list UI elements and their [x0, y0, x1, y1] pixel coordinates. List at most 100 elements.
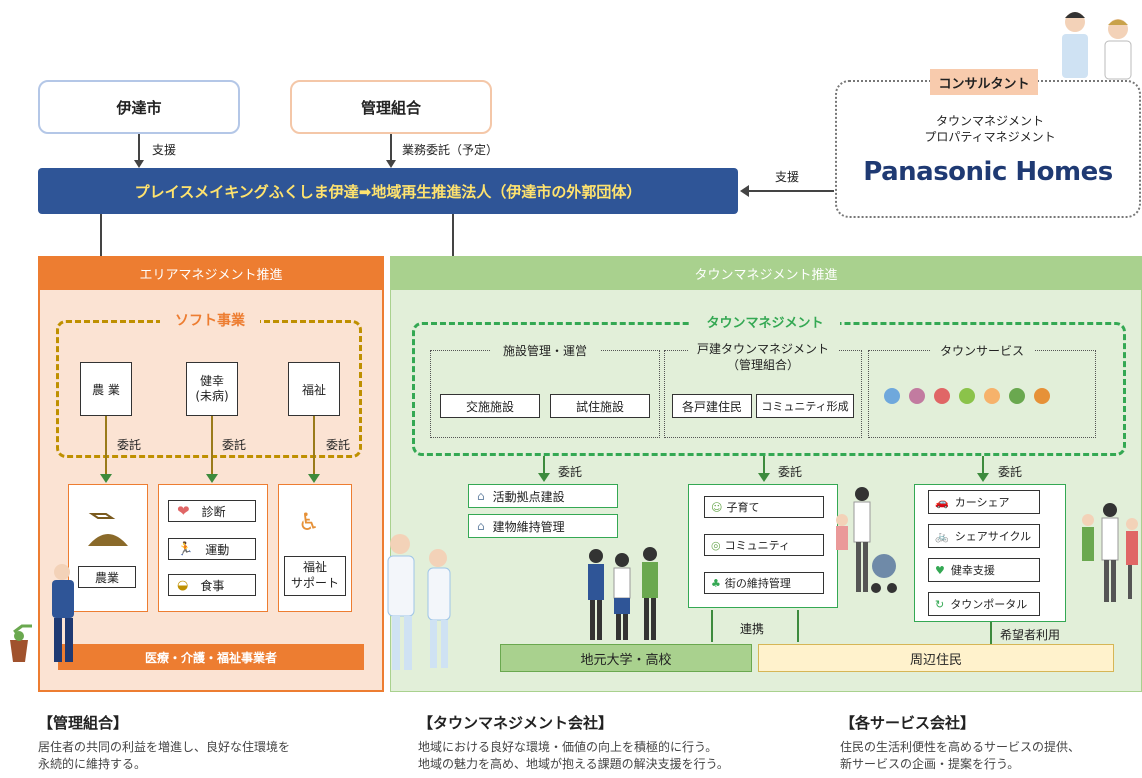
base-item: ⌂建物維持管理 [468, 514, 618, 538]
kibo-label: 希望者利用 [1000, 628, 1061, 642]
service-title: タウンサービス [930, 341, 1034, 359]
service-item-portal: ↻タウンポータル [928, 592, 1040, 616]
tree-icon: ♣ [711, 576, 721, 590]
baby-icon: ☺ [711, 500, 723, 514]
desc-service-title: 【各サービス会社】 [840, 714, 976, 732]
farmer-illustration [10, 564, 74, 662]
detached-item: 各戸建住民 [672, 394, 752, 418]
soft-item-welfare: 福祉 [288, 362, 340, 416]
service-dot-icon [1009, 388, 1025, 404]
service-dot-icon [984, 388, 1000, 404]
support-arrow-line [748, 190, 834, 192]
arrow-down-icon [308, 474, 320, 483]
service-dot-icon [934, 388, 950, 404]
connector [797, 610, 799, 642]
consultant-panel [835, 80, 1141, 218]
residents-illustration [1082, 503, 1138, 602]
arrow-left-icon [740, 185, 749, 197]
desc-tm-line: 地域の魅力を高め、地域が抱える課題の解決支援を行う。 [418, 757, 729, 772]
running-icon: 🏃 [177, 541, 194, 557]
community-item: ◎コミュニティ [704, 534, 824, 556]
heart-hand-icon: ♥ [935, 563, 945, 577]
community-item: ♣街の維持管理 [704, 572, 824, 594]
connector [763, 456, 765, 474]
family-illustration [836, 487, 897, 593]
care-icon: ♿ [298, 508, 320, 536]
arrow-down-icon [100, 474, 112, 483]
service-dot-icon [959, 388, 975, 404]
management-union-box: 管理組合 [290, 80, 492, 134]
itaku-label: 委託 [778, 465, 803, 479]
arrow-down-icon [206, 474, 218, 483]
consultant-line1: タウンマネジメント [935, 114, 1044, 128]
service-dots [884, 388, 1050, 404]
medical-staff-illustration [387, 534, 451, 670]
residents-bar: 周辺住民 [758, 644, 1114, 672]
itaku-label: 委託 [222, 438, 247, 452]
connector [982, 456, 984, 474]
soft-item-agriculture: 農 業 [80, 362, 132, 416]
connector [105, 416, 107, 474]
itaku-label: 委託 [998, 465, 1023, 479]
service-item-health: ♥健幸支援 [928, 558, 1040, 582]
car-icon: 🚗 [935, 495, 949, 509]
arrow-down-icon [758, 473, 770, 482]
arrow-down-icon [386, 160, 396, 168]
university-bar: 地元大学・高校 [500, 644, 752, 672]
connector [390, 134, 392, 162]
bowl-icon: ◒ [177, 577, 189, 593]
agri-box [68, 484, 148, 612]
renkei-label: 連携 [740, 622, 765, 636]
outsourcing-label: 業務委託（予定） [402, 143, 499, 157]
connector [543, 456, 545, 474]
community-item: ☺子育て [704, 496, 824, 518]
area-footer: 医療・介護・福祉事業者 [58, 644, 364, 670]
connector [711, 610, 713, 642]
arrow-down-icon [977, 473, 989, 482]
bicycle-icon: 🚲 [935, 529, 949, 543]
desc-union: 【管理組合】 居住者の共同の利益を増進し、良好な住環境を 永続的に維持する。 [38, 712, 398, 774]
soil-icon [88, 513, 128, 546]
soft-item-health: 健幸 (未病) [186, 362, 238, 416]
desc-service-line: 新サービスの企画・提案を行う。 [840, 757, 1020, 772]
arrow-down-icon [134, 160, 144, 168]
desc-tm: 【タウンマネジメント会社】 地域における良好な環境・価値の向上を積極的に行う。 … [418, 712, 798, 774]
base-item: ⌂活動拠点建設 [468, 484, 618, 508]
town-header: タウンマネジメント推進 [390, 256, 1142, 290]
connector [313, 416, 315, 474]
welfare-label: 福祉 サポート [284, 556, 346, 596]
service-item-carshare: 🚗カーシェア [928, 490, 1040, 514]
desc-union-line: 永続的に維持する。 [38, 757, 147, 772]
health-item-exercise: 🏃運動 [168, 538, 256, 560]
consultant-people-icon [1062, 12, 1132, 80]
itaku-label: 委託 [558, 465, 583, 479]
heart-icon: ❤ [177, 502, 190, 520]
facility-item: 試住施設 [550, 394, 650, 418]
brand-logo: Panasonic Homes [863, 157, 1113, 187]
consultant-line2: プロパティマネジメント [924, 130, 1056, 144]
support-label: 支援 [152, 143, 177, 157]
desc-tm-title: 【タウンマネジメント会社】 [418, 714, 614, 732]
facility-item: 交施施設 [440, 394, 540, 418]
detached-item: コミュニティ形成 [756, 394, 854, 418]
itaku-label: 委託 [117, 438, 142, 452]
desc-union-title: 【管理組合】 [38, 714, 129, 732]
hand-house-icon: ⌂ [477, 519, 485, 533]
refresh-icon: ↻ [935, 597, 945, 611]
connector [138, 134, 140, 162]
desc-tm-line: 地域における良好な環境・価値の向上を積極的に行う。 [418, 740, 718, 754]
desc-service-line: 住民の生活利便性を高めるサービスの提供、 [840, 740, 1081, 754]
arrow-down-icon [538, 473, 550, 482]
connector [990, 622, 992, 644]
soft-title: ソフト事業 [160, 310, 260, 330]
connector [211, 416, 213, 474]
service-dot-icon [884, 388, 900, 404]
agri-label: 農業 [78, 566, 136, 588]
itaku-label: 委託 [326, 438, 351, 452]
service-item-cycle: 🚲シェアサイクル [928, 524, 1040, 548]
service-dot-icon [1034, 388, 1050, 404]
desc-service: 【各サービス会社】 住民の生活利便性を高めるサービスの提供、 新サービスの企画・… [840, 712, 1140, 774]
date-city-box: 伊達市 [38, 80, 240, 134]
service-dot-icon [909, 388, 925, 404]
chat-icon: ◎ [711, 538, 721, 552]
